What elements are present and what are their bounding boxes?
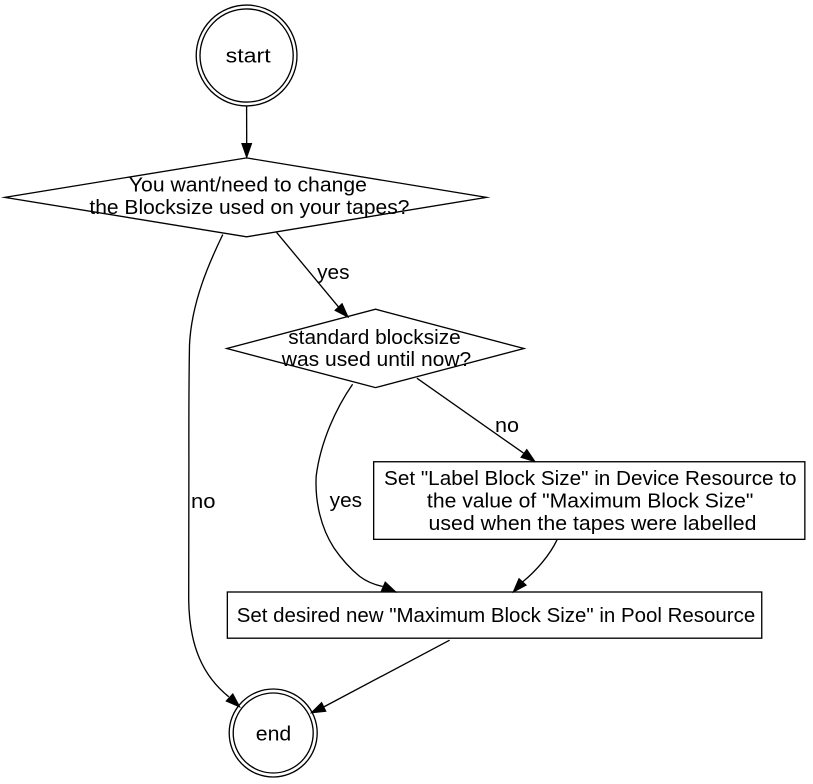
svg-text:no: no xyxy=(191,491,216,513)
svg-text:used when the tapes were label: used when the tapes were labelled xyxy=(429,513,757,535)
svg-text:start: start xyxy=(226,46,272,68)
svg-text:was used until now?: was used until now? xyxy=(281,349,472,371)
svg-text:yes: yes xyxy=(317,262,349,284)
svg-text:standard blocksize: standard blocksize xyxy=(288,327,461,349)
svg-text:end: end xyxy=(256,724,292,746)
svg-text:Set desired new "Maximum Block: Set desired new "Maximum Block Size" in … xyxy=(237,605,756,627)
svg-text:Set "Label Block Size" in Devi: Set "Label Block Size" in Device Resourc… xyxy=(384,468,797,490)
svg-text:the value of "Maximum Block Si: the value of "Maximum Block Size" xyxy=(427,491,754,513)
svg-text:yes: yes xyxy=(330,490,362,512)
svg-text:You want/need to change: You want/need to change xyxy=(129,175,367,197)
svg-text:no: no xyxy=(495,415,519,437)
svg-text:the Blocksize used on your tap: the Blocksize used on your tapes? xyxy=(89,197,409,219)
